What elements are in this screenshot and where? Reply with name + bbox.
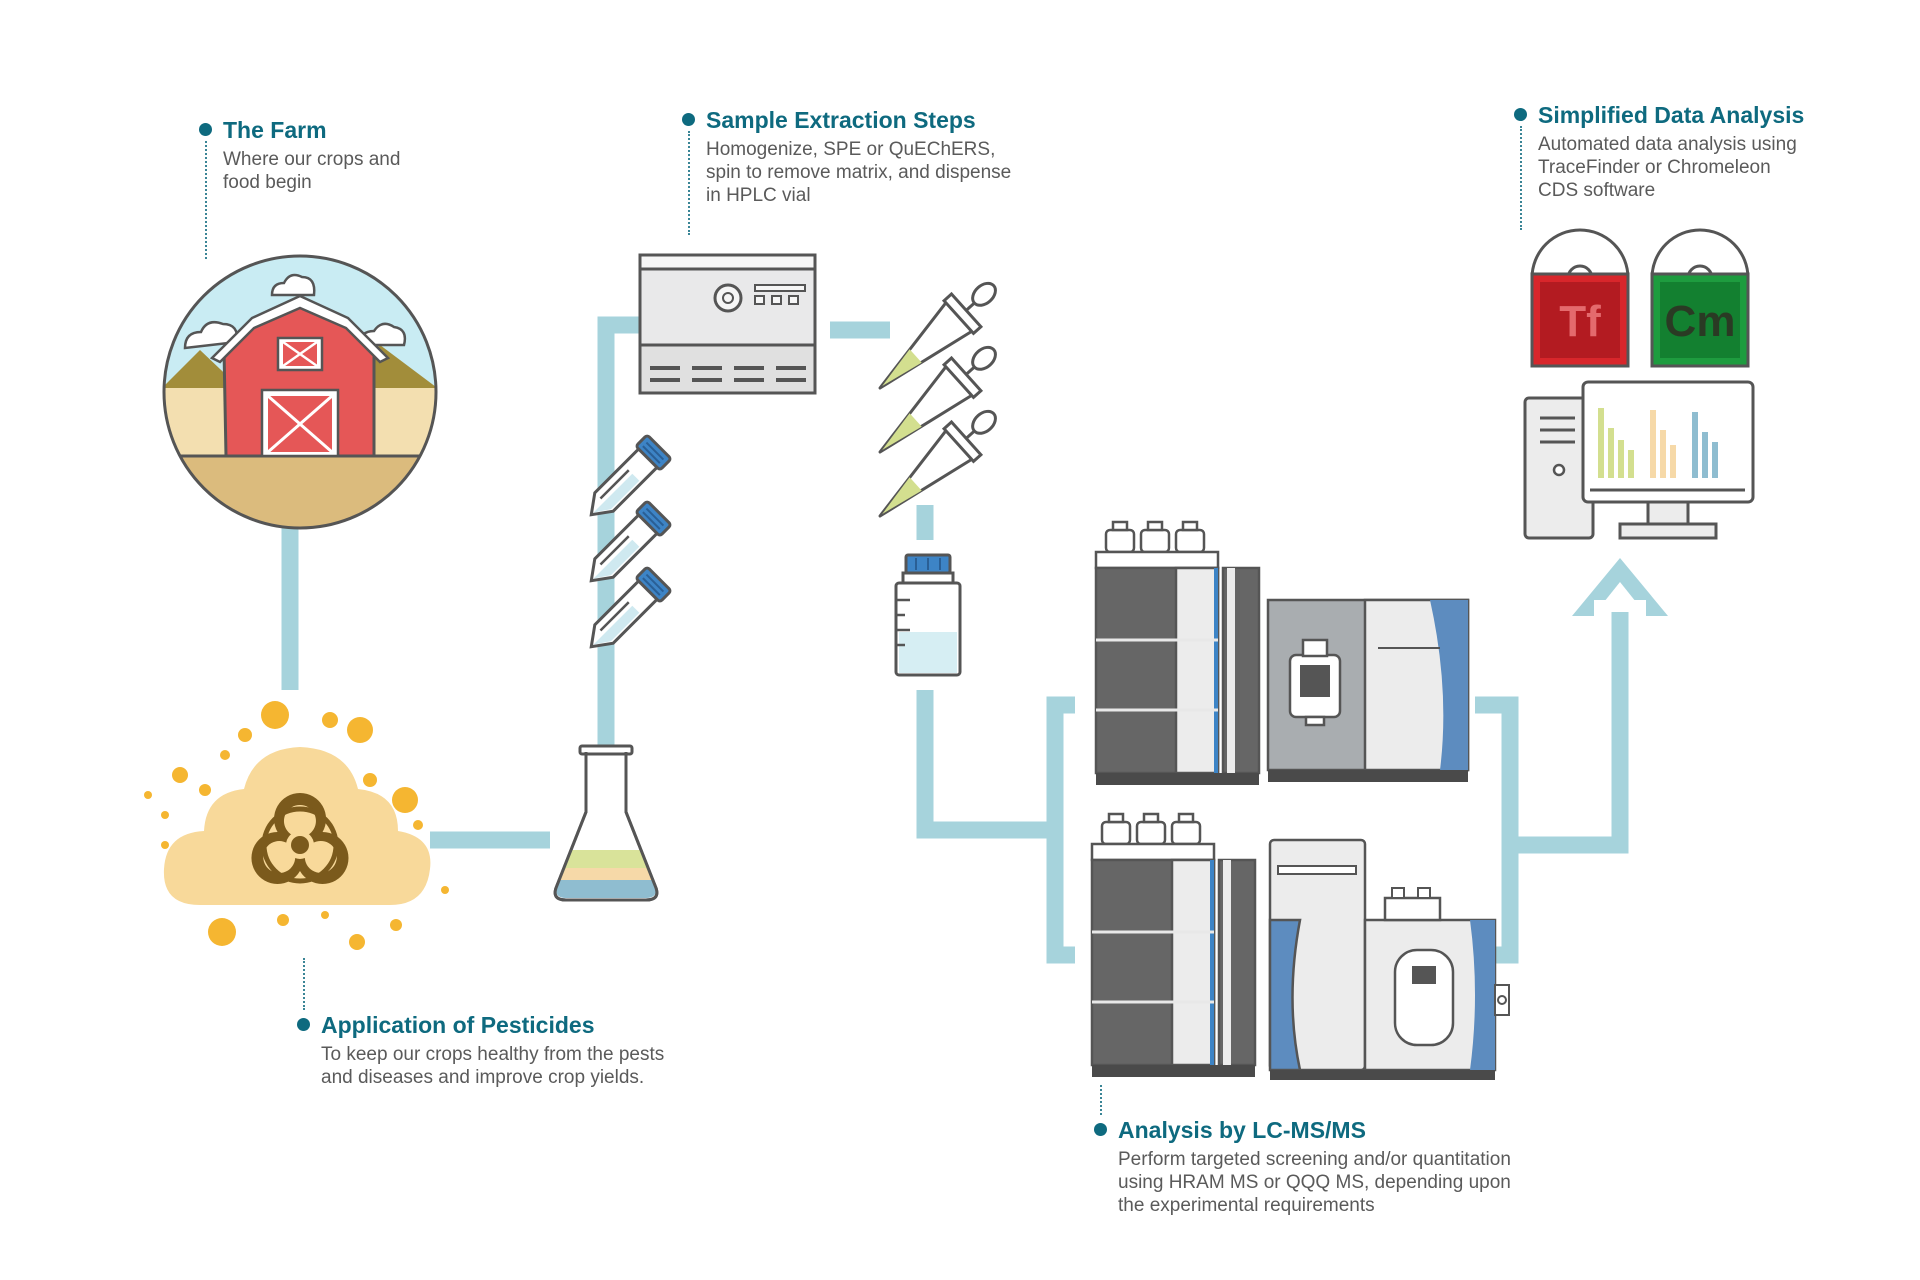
step-title: Application of Pesticides <box>321 1012 595 1038</box>
step-pesticides-label: Application of Pesticides To keep our cr… <box>297 958 665 1089</box>
dotted-leader <box>688 131 690 235</box>
dotted-leader <box>1100 1085 1102 1115</box>
dotted-leader <box>205 141 207 259</box>
lc-ms-instrument-icon <box>1094 520 1470 787</box>
farm-icon <box>162 254 438 530</box>
dotted-leader <box>303 958 305 1010</box>
connector-vial-to-instruments <box>916 690 1050 839</box>
centrifuge-icon <box>638 253 817 395</box>
step-bullet <box>1514 108 1527 121</box>
step-title: Sample Extraction Steps <box>706 107 976 133</box>
step-title: The Farm <box>223 117 327 143</box>
step-description: Perform targeted screening and/or quanti… <box>1118 1149 1511 1216</box>
computer-icon <box>1523 380 1755 540</box>
connector-left-bracket <box>1046 696 1075 964</box>
step-title: Analysis by LC-MS/MS <box>1118 1117 1366 1143</box>
step-bullet <box>682 113 695 126</box>
step-bullet <box>297 1018 310 1031</box>
flask-icon <box>553 744 659 902</box>
disc-icon: Cm <box>1650 228 1750 368</box>
biohazard-cloud-icon <box>144 701 449 950</box>
connector-flask-to-centrifuge <box>597 316 640 745</box>
connector-right-bracket <box>1475 696 1519 964</box>
dotted-leader <box>1520 126 1522 230</box>
tracefinder-letters: Tf <box>1559 297 1601 346</box>
step-title: Simplified Data Analysis <box>1538 102 1805 128</box>
step-bullet <box>199 123 212 136</box>
step-analysis-label: Analysis by LC-MS/MS Perform targeted sc… <box>1094 1085 1511 1217</box>
lc-ms-instrument-icon <box>1090 812 1510 1080</box>
chromeleon-letters: Cm <box>1665 297 1736 346</box>
arrow-up-icon <box>1572 558 1668 616</box>
step-bullet <box>1094 1123 1107 1136</box>
connector-instruments-to-computer <box>1510 600 1629 854</box>
step-description: Homogenize, SPE or QuEChERS,spin to remo… <box>706 139 1012 206</box>
disc-icon: Tf <box>1530 228 1630 368</box>
step-data-label: Simplified Data Analysis Automated data … <box>1514 102 1805 230</box>
step-description: To keep our crops healthy from the pests… <box>321 1044 665 1088</box>
vial-icon <box>894 553 962 677</box>
step-extraction-label: Sample Extraction Steps Homogenize, SPE … <box>682 107 1012 235</box>
connector-lines <box>281 316 1629 964</box>
